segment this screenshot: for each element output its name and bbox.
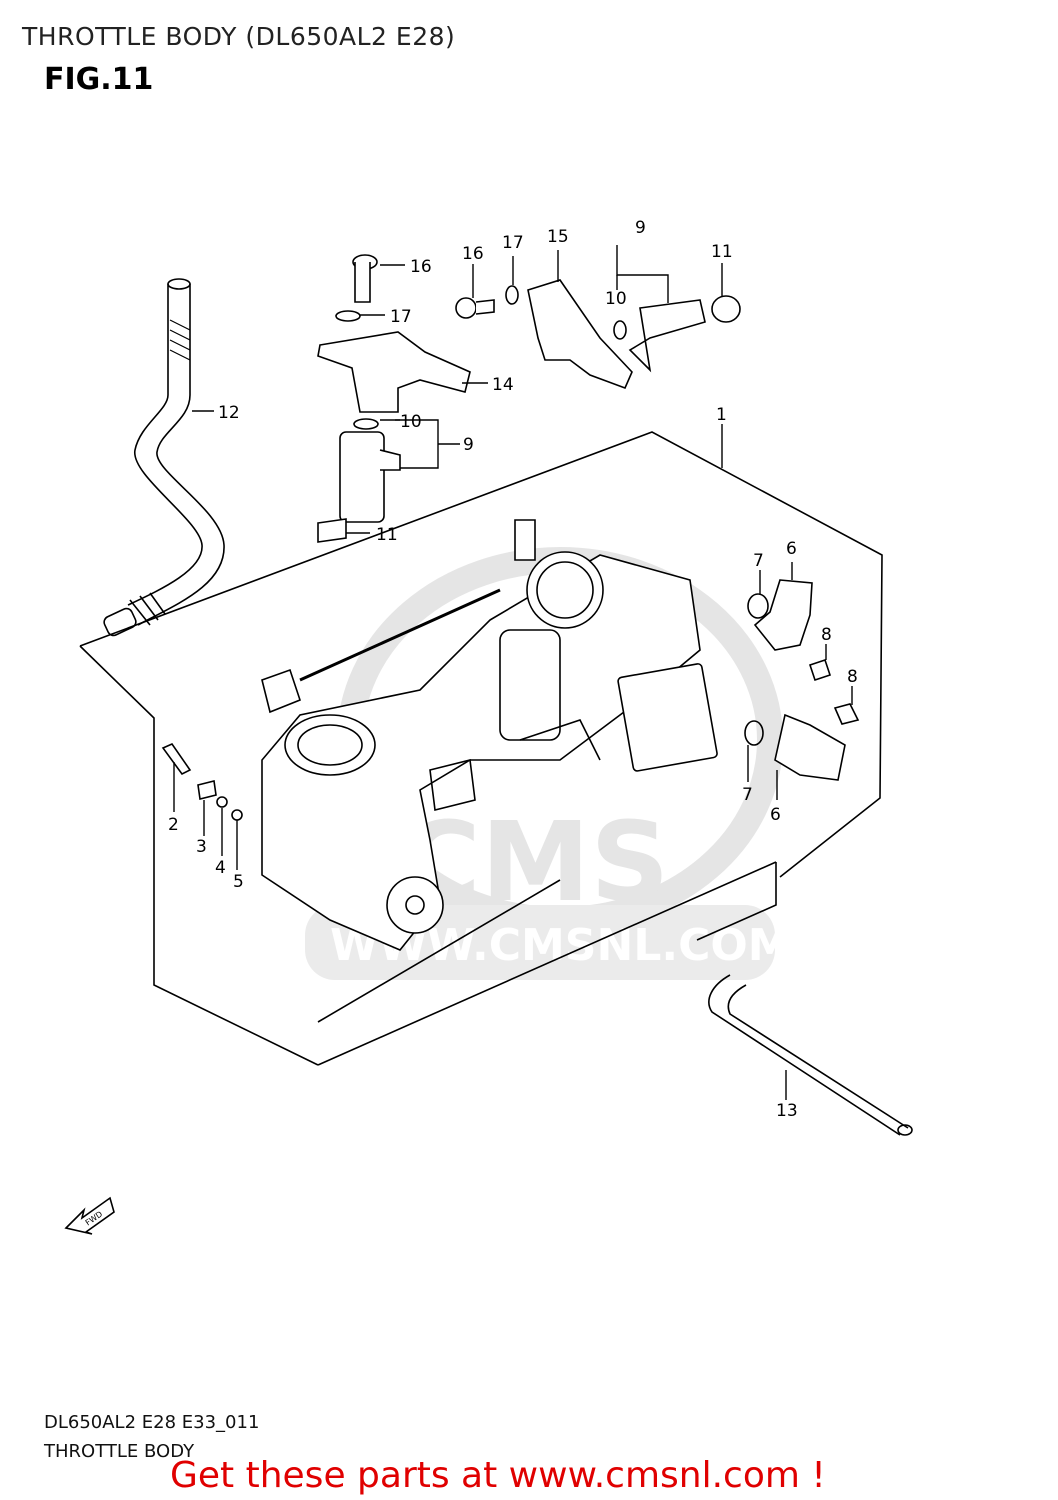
callout-6-lower: 6 — [770, 805, 781, 825]
assembly-outline — [79, 431, 883, 1066]
figure-label: FIG.11 — [44, 62, 154, 97]
injector-left — [317, 418, 401, 543]
callout-6-upper: 6 — [786, 539, 797, 559]
hose-12 — [103, 278, 225, 637]
callout-8-upper: 8 — [821, 625, 832, 645]
callout-17-right: 17 — [502, 233, 524, 253]
callout-1: 1 — [716, 405, 727, 425]
fuel-pipe-14 — [317, 254, 471, 413]
callout-8-lower: 8 — [847, 667, 858, 687]
callout-7-upper: 7 — [753, 551, 764, 571]
callout-3: 3 — [196, 837, 207, 857]
throttle-body — [261, 519, 718, 951]
callout-17-left: 17 — [390, 307, 412, 327]
callout-12: 12 — [218, 403, 240, 423]
watermark-brand: CMS — [400, 798, 669, 926]
callout-16-right: 16 — [462, 244, 484, 264]
promo-link[interactable]: Get these parts at www.cmsnl.com ! — [170, 1455, 826, 1496]
diagram-code: DL650AL2 E28 E33_011 — [44, 1412, 260, 1433]
callout-10-upper: 10 — [605, 289, 627, 309]
callout-4: 4 — [215, 858, 226, 878]
sensor-upper — [747, 579, 832, 682]
callout-5: 5 — [233, 872, 244, 892]
callout-7-lower: 7 — [742, 785, 753, 805]
callout-9-upper: 9 — [635, 218, 646, 238]
callout-11-upper: 11 — [711, 242, 733, 262]
leader-lines — [173, 245, 853, 1100]
page-title: THROTTLE BODY (DL650AL2 E28) — [22, 22, 456, 51]
callout-15: 15 — [547, 227, 569, 247]
screw-set-2-5 — [161, 742, 243, 821]
sensor-lower — [744, 703, 860, 781]
callout-11-lower: 11 — [376, 525, 398, 545]
hose-13 — [708, 974, 913, 1136]
fwd-arrow-icon: FWD — [64, 1196, 115, 1235]
callout-2: 2 — [168, 815, 179, 835]
callout-10-lower: 10 — [400, 412, 422, 432]
callout-13: 13 — [776, 1101, 798, 1121]
callout-14: 14 — [492, 375, 514, 395]
diagram-name: THROTTLE BODY — [44, 1441, 195, 1462]
callout-9-lower: 9 — [463, 435, 474, 455]
fuel-pipe-15 — [455, 279, 741, 390]
callout-16-left: 16 — [410, 257, 432, 277]
